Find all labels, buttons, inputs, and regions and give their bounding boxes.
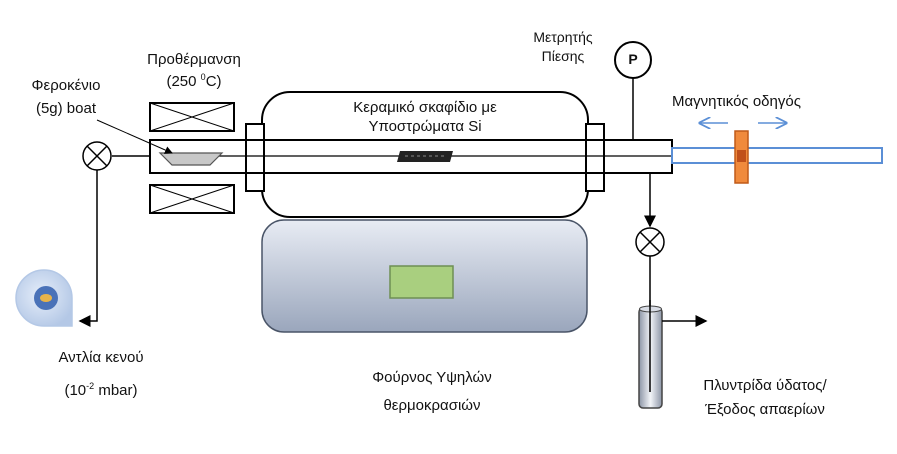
vacuum-pump-label: Αντλία κενού (10-2 mbar) [46, 348, 156, 400]
furnace-line1: Φούρνος Υψηλών [372, 369, 492, 386]
ceramic-boat-line1: Κεραμικό σκαφίδιο με [353, 99, 497, 116]
ceramic-boat-line2: Υποστρώματα Si [368, 118, 482, 135]
vacuum-line [78, 170, 98, 327]
pressure-gauge-icon [614, 41, 652, 79]
preheater-top [149, 102, 235, 132]
valve-icon [635, 227, 665, 257]
iron-source-label: Φεροκένιο (5g) boat [14, 76, 118, 118]
ferrocene-boat [158, 152, 224, 166]
furnace [261, 219, 588, 333]
preheating-temp-sup: 0 [200, 72, 206, 82]
vacuum-pressure-suffix: mbar) [94, 382, 138, 399]
preheating-line1: Προθέρμανση [147, 51, 241, 68]
ceramic-boat-label: Κεραμικό σκαφίδιο με Υποστρώματα Si [330, 98, 520, 136]
magnet-icon [734, 130, 749, 184]
bubbler-line1: Πλυντρίδα ύδατος/ [703, 377, 827, 394]
vacuum-pump-icon [15, 269, 73, 327]
preheater-bottom [149, 184, 235, 214]
valve-icon [82, 141, 112, 171]
gauge-symbol: P [628, 51, 638, 67]
preheating-label: Προθέρμανση (250 0C) [132, 50, 256, 91]
preheating-line2: (250 0C) [132, 72, 256, 91]
boat-pointer [96, 119, 173, 154]
bubbler-icon [638, 300, 663, 409]
iron-source-line1: Φεροκένιο [31, 77, 101, 94]
pressure-gauge-line2: Πίεσης [541, 48, 585, 64]
bubbler-line2: Έξοδος απαερίων [705, 401, 825, 418]
bubbler-label: Πλυντρίδα ύδατος/ Έξοδος απαερίων [690, 376, 840, 419]
magnetic-rod [671, 147, 883, 164]
preheating-temp-suffix: C) [205, 73, 222, 90]
pressure-gauge-line1: Μετρητής [533, 29, 593, 45]
right-flange [585, 123, 605, 192]
furnace-line2: θερμοκρασιών [383, 397, 481, 414]
furnace-display [389, 265, 454, 299]
magnetic-guide-label: Μαγνητικός οδηγός [672, 93, 801, 110]
iron-source-line2: (5g) boat [35, 100, 97, 117]
vacuum-pump-line2: (10-2 mbar) [46, 381, 156, 400]
furnace-label: Φούρνος Υψηλών θερμοκρασιών [352, 368, 512, 415]
si-substrates [397, 151, 453, 162]
vacuum-pressure-prefix: (10 [64, 382, 87, 399]
vacuum-pressure-sup: -2 [86, 381, 95, 391]
preheating-temp-prefix: (250 [166, 73, 201, 90]
left-flange [245, 123, 265, 192]
pressure-gauge-label: Μετρητής Πίεσης [518, 28, 608, 66]
vacuum-pump-line1: Αντλία κενού [58, 349, 144, 366]
